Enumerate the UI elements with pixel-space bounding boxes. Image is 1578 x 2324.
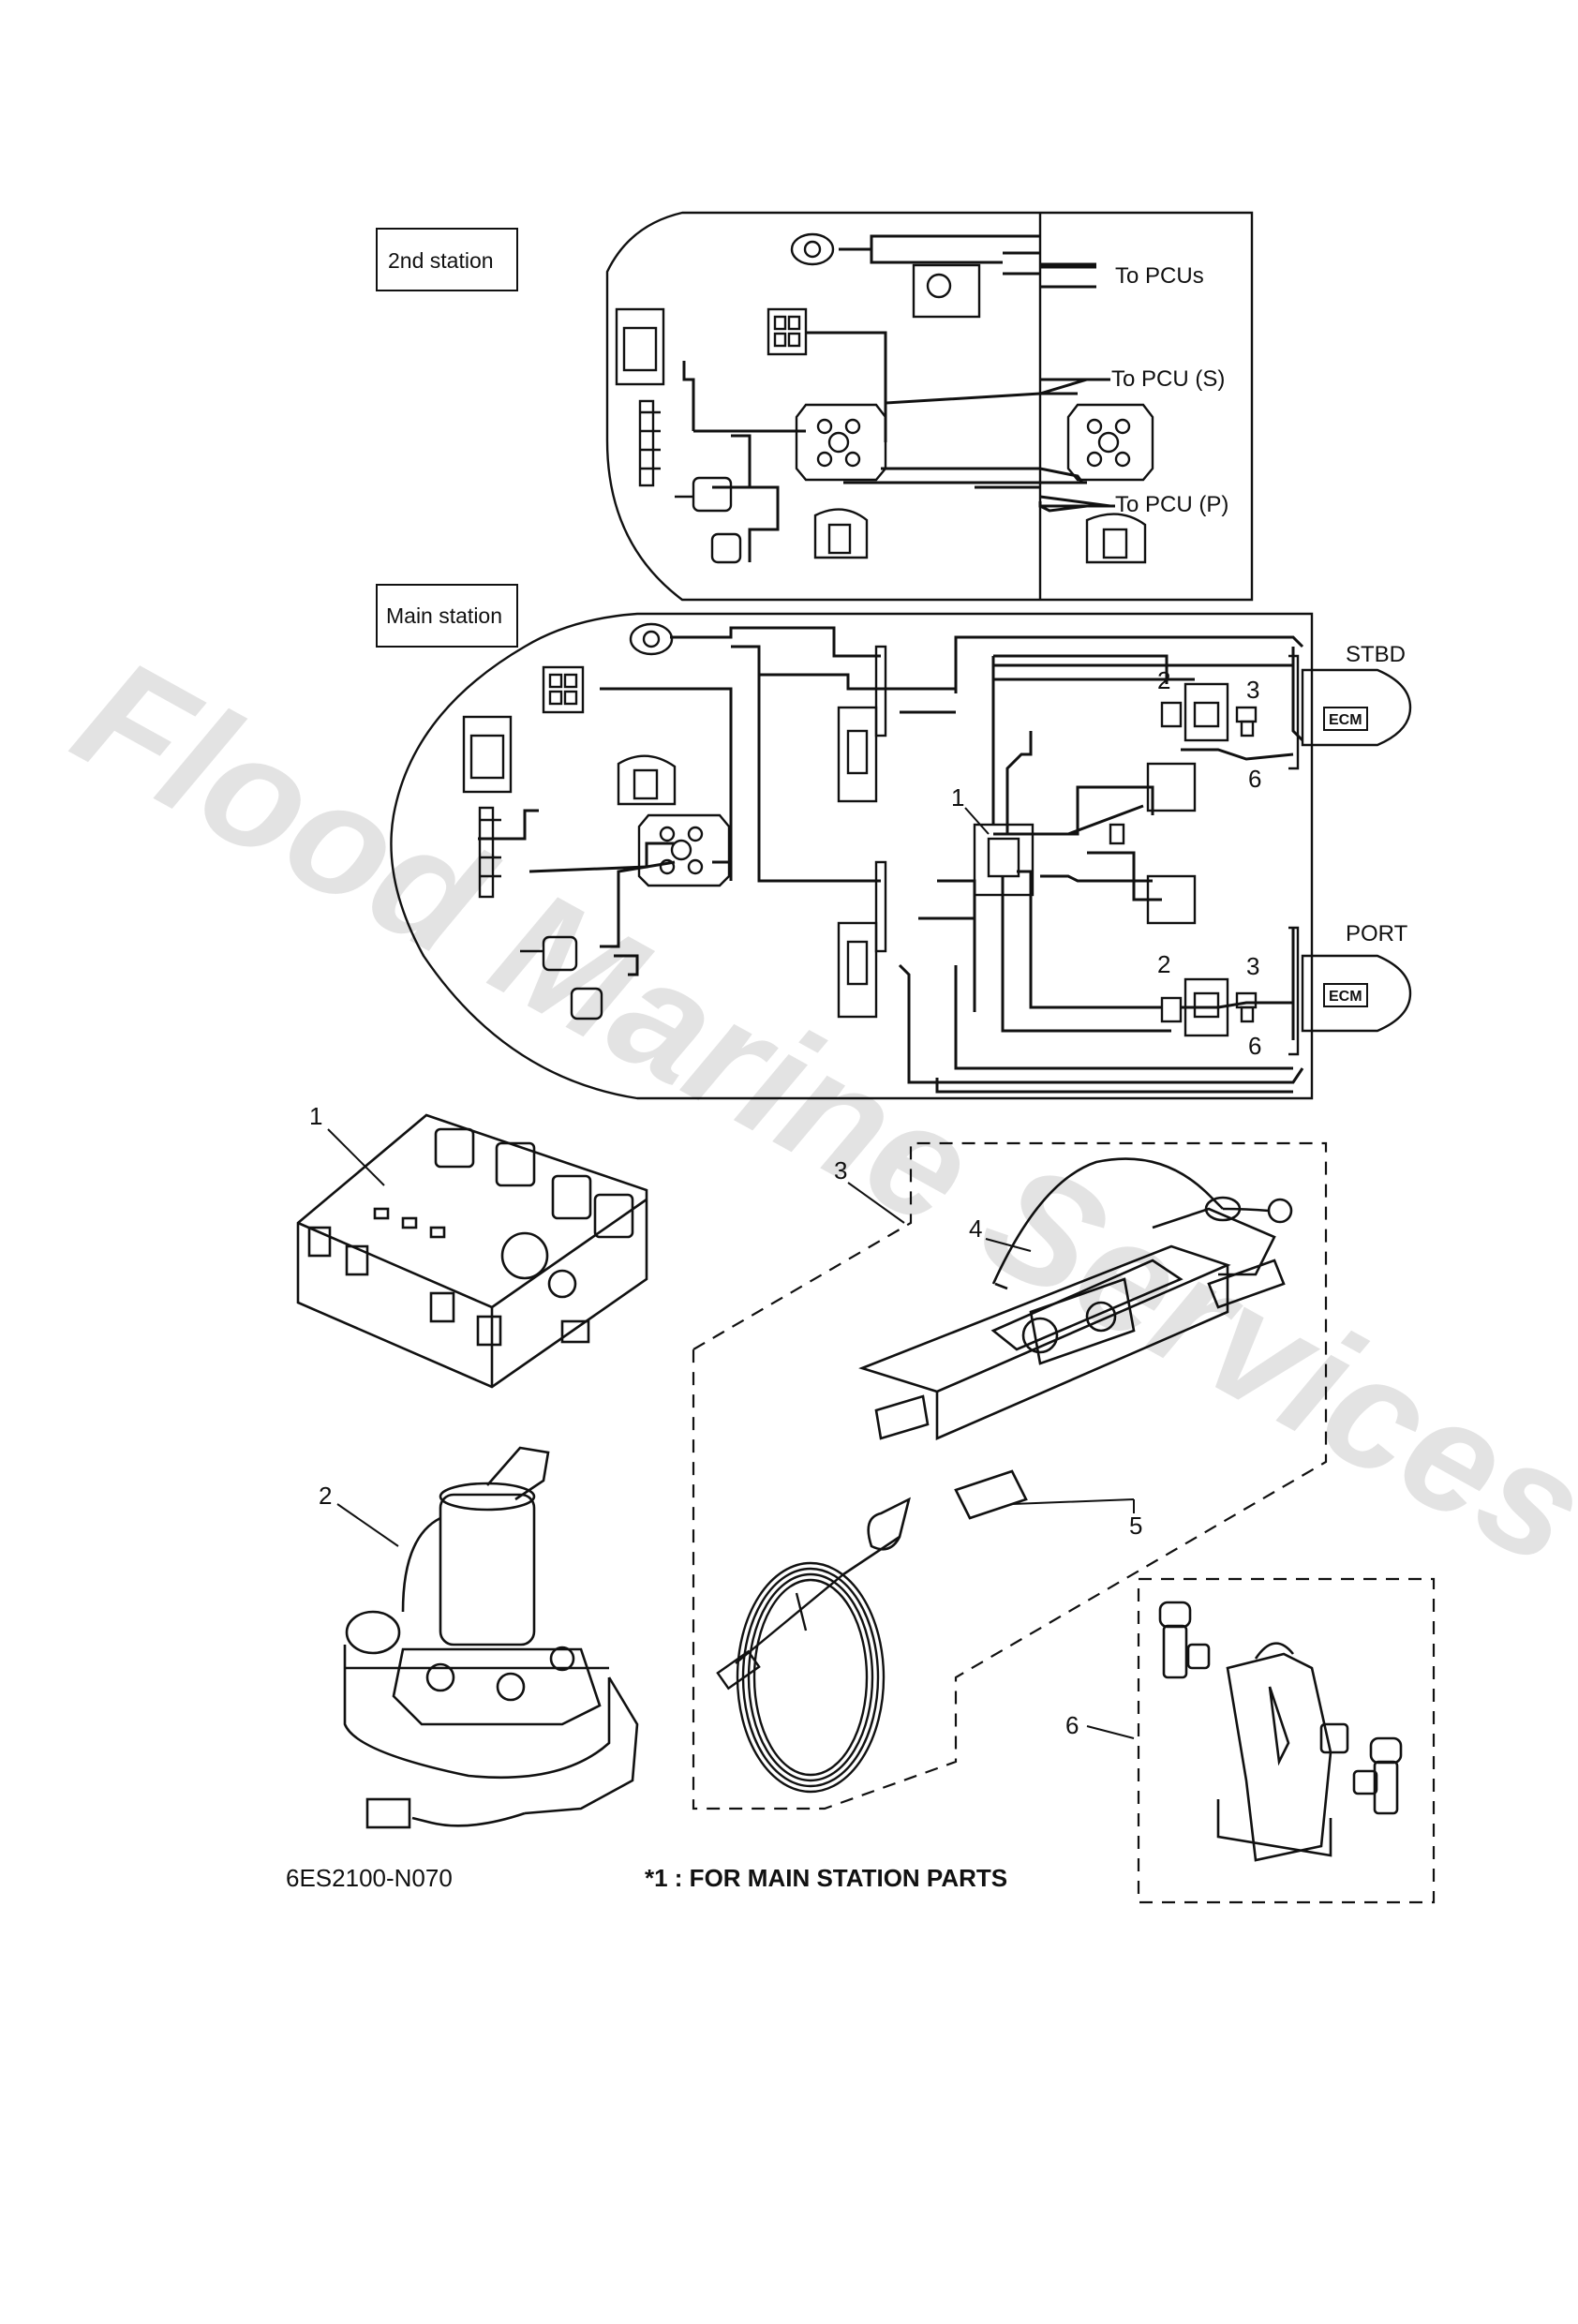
port-ecm-box	[1323, 983, 1368, 1007]
callout-1-part-leader	[327, 1128, 385, 1186]
callout-6-port: 6	[1248, 1032, 1261, 1060]
callout-2-port: 2	[1157, 950, 1170, 978]
stbd-label: STBD	[1346, 642, 1406, 667]
callout-1-main-leader	[964, 807, 990, 835]
port-ecm-label: ECM	[1329, 989, 1362, 1005]
callout-5-part-leader	[1011, 1498, 1135, 1513]
part-2-pump-motor	[343, 1446, 639, 1829]
part-3-group-outline	[692, 1141, 1328, 1810]
callout-4-part-leader	[985, 1238, 1032, 1252]
port-engine-pod	[1301, 954, 1412, 1033]
callout-5-part: 5	[1129, 1512, 1142, 1540]
callout-4-part: 4	[969, 1214, 982, 1243]
callout-3-port: 3	[1246, 952, 1259, 980]
callout-2-stbd: 2	[1157, 666, 1170, 694]
callout-2-part-leader	[336, 1503, 399, 1547]
second-station-panel	[605, 211, 1254, 602]
callout-3-part: 3	[834, 1156, 847, 1184]
second-station-arrows	[1040, 265, 1106, 508]
to-pcus-label: To PCUs	[1115, 263, 1204, 289]
main-station-label-box	[376, 584, 518, 648]
callout-3-part-leader	[847, 1182, 905, 1224]
second-station-wiring	[682, 234, 1115, 562]
callout-6-part-leader	[1086, 1725, 1135, 1739]
callout-1-main: 1	[951, 783, 964, 812]
main-station-label: Main station	[386, 603, 502, 628]
stbd-ecm-box	[1323, 707, 1368, 731]
callout-6-part: 6	[1065, 1711, 1079, 1739]
watermark: Flood Marine Services	[49, 624, 1578, 1600]
callout-2-part: 2	[319, 1482, 332, 1510]
port-label: PORT	[1346, 921, 1408, 946]
main-station-panel	[390, 612, 1314, 1100]
second-station-components	[615, 232, 1154, 564]
callout-6-stbd: 6	[1248, 765, 1261, 793]
to-pcu-s-label: To PCU (S)	[1111, 366, 1225, 392]
part-3-hose-coil	[716, 1561, 886, 1794]
part-6-group-outline	[1137, 1577, 1436, 1904]
part-6-valve-assembly	[1158, 1601, 1403, 1862]
to-pcu-p-label: To PCU (P)	[1115, 492, 1228, 517]
main-station-parts-note: *1 : FOR MAIN STATION PARTS	[645, 1864, 1007, 1892]
callout-1-part: 1	[309, 1102, 322, 1130]
callout-3-stbd: 3	[1246, 676, 1259, 704]
stbd-engine-pod	[1301, 668, 1412, 747]
part-5-steering-cylinder	[842, 1207, 1286, 1576]
stbd-ecm-label: ECM	[1329, 712, 1362, 728]
main-station-wiring	[478, 626, 1304, 1094]
main-station-components	[462, 622, 1300, 1056]
second-station-label: 2nd station	[388, 248, 494, 273]
part-code: 6ES2100-N070	[286, 1864, 453, 1892]
part-1-relay-block	[296, 1113, 648, 1389]
second-station-label-box	[376, 228, 518, 291]
